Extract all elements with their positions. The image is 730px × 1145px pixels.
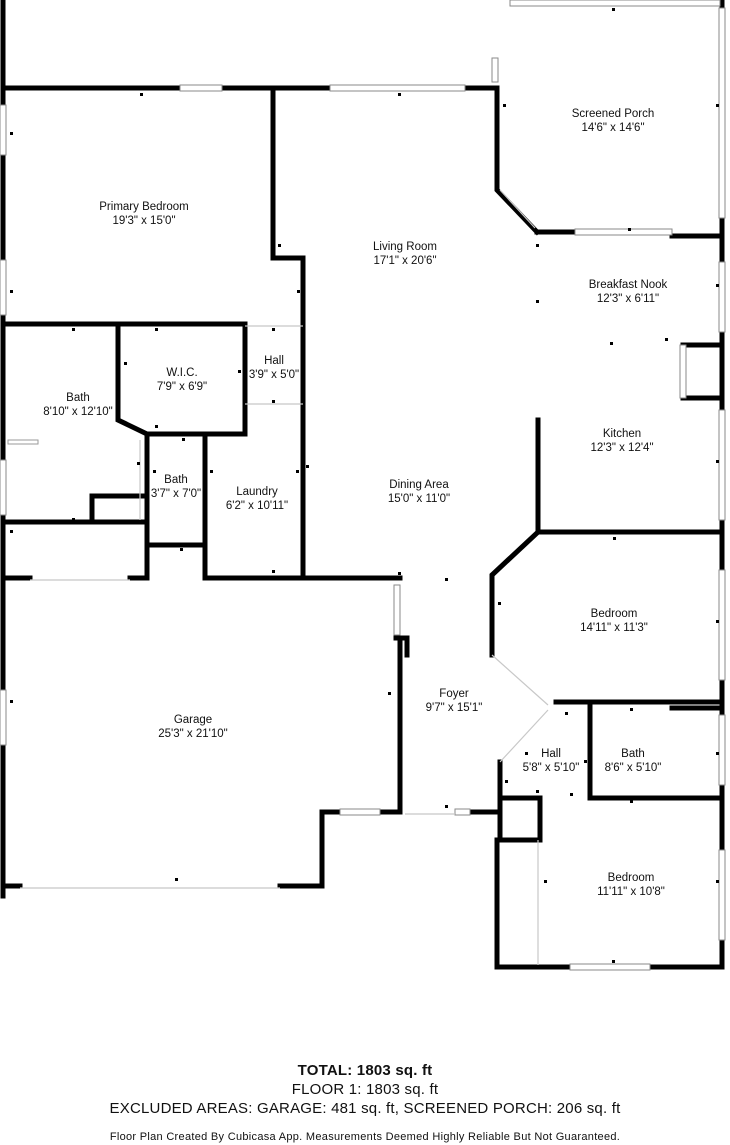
room-dims-screened-porch: 14'6" x 14'6"	[581, 122, 644, 134]
room-name-wic: W.I.C.	[166, 367, 197, 379]
openings	[7, 189, 549, 965]
room-labels: Screened Porch 14'6" x 14'6" Primary Bed…	[43, 108, 667, 898]
area-summary: TOTAL: 1803 sq. ft FLOOR 1: 1803 sq. ft …	[0, 1061, 730, 1118]
room-dims-bath-lower: 8'6" x 5'10"	[605, 762, 662, 774]
room-name-screened-porch: Screened Porch	[572, 108, 654, 120]
room-dims-breakfast-nook: 12'3" x 6'11"	[597, 293, 659, 305]
room-dims-bath-small: 3'7" x 7'0"	[151, 488, 201, 500]
room-name-dining-area: Dining Area	[389, 479, 449, 491]
floor-line: FLOOR 1: 1803 sq. ft	[291, 1081, 439, 1098]
disclaimer-note: Floor Plan Created By Cubicasa App. Meas…	[109, 1131, 621, 1143]
room-dims-laundry: 6'2" x 10'11"	[226, 500, 288, 512]
room-dims-dining-area: 15'0" x 11'0"	[388, 493, 450, 505]
room-dims-kitchen: 12'3" x 12'4"	[590, 442, 653, 454]
room-dims-hall-upper: 3'9" x 5'0"	[249, 369, 299, 381]
floor-plan: Screened Porch 14'6" x 14'6" Primary Bed…	[0, 0, 726, 971]
room-dims-garage: 25'3" x 21'10"	[158, 728, 227, 740]
room-name-kitchen: Kitchen	[603, 428, 641, 440]
room-name-primary-bedroom: Primary Bedroom	[99, 201, 188, 213]
room-dims-foyer: 9'7" x 15'1"	[426, 702, 483, 714]
room-dims-living-room: 17'1" x 20'6"	[373, 255, 436, 267]
total-label: TOTAL:	[297, 1062, 353, 1079]
room-name-foyer: Foyer	[439, 688, 469, 700]
room-name-bath-small: Bath	[164, 474, 188, 486]
room-name-garage: Garage	[174, 714, 212, 726]
room-name-bedroom-3: Bedroom	[608, 872, 655, 884]
total-value: 1803 sq. ft	[356, 1062, 433, 1079]
room-name-living-room: Living Room	[373, 241, 437, 253]
room-name-hall-lower: Hall	[541, 748, 561, 760]
room-dims-bath-primary: 8'10" x 12'10"	[43, 406, 112, 418]
room-dims-primary-bedroom: 19'3" x 15'0"	[112, 215, 175, 227]
room-dims-bedroom-2: 14'11" x 11'3"	[580, 622, 648, 634]
room-name-hall-upper: Hall	[264, 355, 284, 367]
excluded-areas-line: EXCLUDED AREAS: GARAGE: 481 sq. ft, SCRE…	[109, 1100, 621, 1117]
total-line: TOTAL: 1803 sq. ft	[0, 1061, 730, 1080]
room-name-bath-lower: Bath	[621, 748, 645, 760]
room-dims-hall-lower: 5'8" x 5'10"	[523, 762, 580, 774]
room-name-bath-primary: Bath	[66, 392, 90, 404]
walls	[0, 0, 725, 970]
room-dims-wic: 7'9" x 6'9"	[157, 381, 207, 393]
room-name-bedroom-2: Bedroom	[591, 608, 638, 620]
room-dims-bedroom-3: 11'11" x 10'8"	[597, 886, 665, 898]
room-name-laundry: Laundry	[236, 486, 278, 498]
room-name-breakfast-nook: Breakfast Nook	[589, 279, 668, 291]
windows	[0, 0, 726, 971]
tick-marks	[10, 8, 719, 963]
